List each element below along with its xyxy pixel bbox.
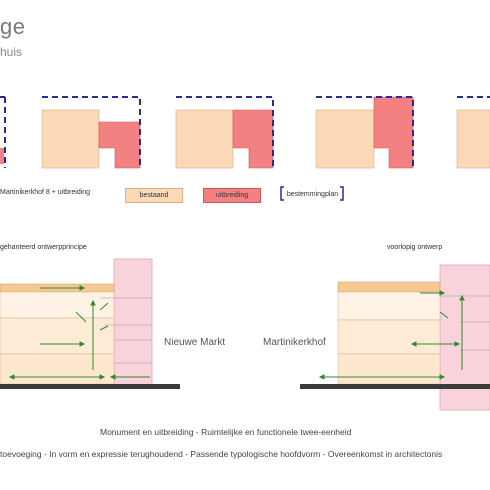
roof-band (337, 281, 441, 293)
mass-diagram-0 (0, 96, 6, 168)
mass-diagram-2 (175, 96, 274, 169)
existing-block (41, 109, 100, 169)
circulation-arrows (8, 285, 150, 380)
section-right-title: voorlopig ontwerp (387, 244, 443, 251)
legend-bestemmingsplan-bracket (280, 186, 344, 201)
caption-line-2: toevoeging - In vorm en expressie terugh… (0, 449, 443, 459)
section-left-title: gehanteerd ontwerpprincipe (0, 244, 87, 251)
floor (0, 291, 115, 319)
zoning-outline (316, 96, 414, 168)
extension-block (98, 121, 141, 169)
section-right (300, 264, 490, 411)
street-label-left: Nieuwe Markt (164, 337, 226, 348)
circulation-arrows (318, 290, 465, 380)
page-title: ge (0, 14, 26, 39)
caption-line-1: Monument en uitbreiding - Ruimtelijke en… (100, 427, 352, 437)
legend-uitbreiding: uitbreiding (203, 188, 261, 203)
floor (337, 319, 441, 355)
zoning-outline (176, 96, 274, 168)
mass-diagram-1 (41, 96, 141, 169)
extension-block (232, 109, 274, 169)
floor (0, 353, 115, 385)
ground-line (0, 384, 180, 389)
legend-bestemmingsplan: bestemmingplan (286, 191, 339, 198)
extension-volume (113, 258, 153, 388)
street-label-right: Martinikerkhof (263, 337, 326, 348)
page-subtitle: huis (0, 45, 23, 59)
ground-line (300, 384, 490, 389)
zoning-outline (42, 96, 141, 168)
existing-block (315, 109, 375, 169)
mass-diagram-3 (315, 96, 414, 169)
mass-diagram-4 (456, 96, 490, 169)
floor (337, 291, 441, 321)
extension-block (0, 148, 4, 164)
legend-bestaand: bestaand (125, 188, 183, 203)
existing-block (456, 109, 490, 169)
legend-context-label: Martinikerkhof 8 + uitbreiding (0, 189, 91, 196)
section-left (0, 258, 180, 389)
floor (0, 317, 115, 355)
existing-block (175, 109, 234, 169)
floor (337, 353, 441, 385)
extension-block (373, 96, 414, 169)
